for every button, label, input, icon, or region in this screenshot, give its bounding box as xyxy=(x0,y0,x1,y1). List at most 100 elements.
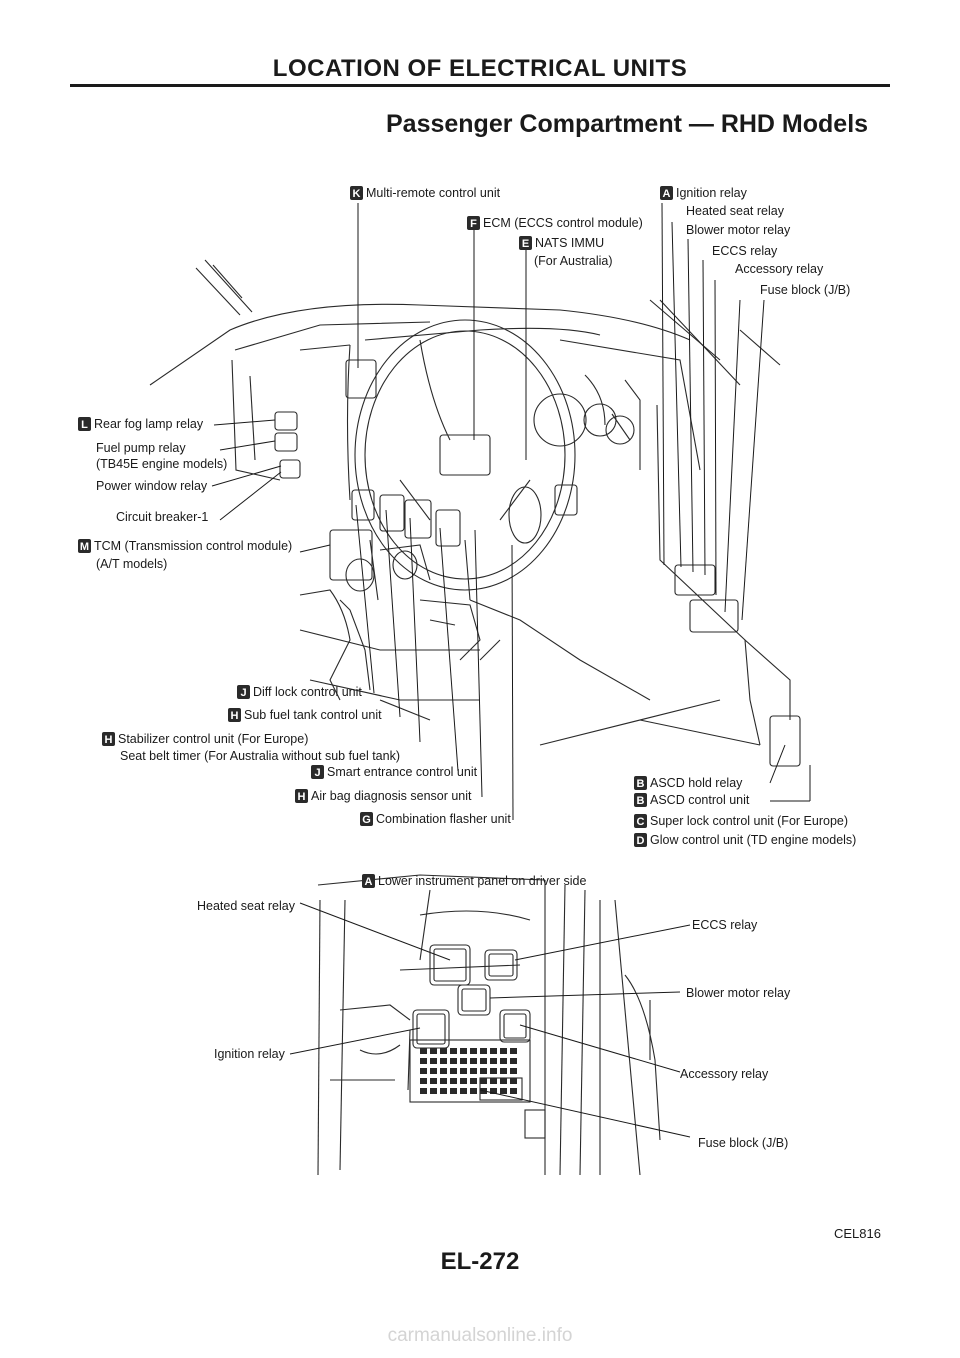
callout-label: Accessory relay xyxy=(735,262,824,276)
relay-cluster xyxy=(674,564,716,596)
page-number: EL-272 xyxy=(440,1248,520,1275)
steering-wheel-outline xyxy=(354,319,576,591)
callout-label: Circuit breaker-1 xyxy=(116,510,208,524)
callout-text: Stabilizer control unit (For Europe) xyxy=(118,732,308,746)
svg-text:H: H xyxy=(105,734,113,746)
callout-badge: L xyxy=(78,417,91,431)
callout-label: Fuse block (J/B) xyxy=(760,283,850,297)
callout-text: Heated seat relay xyxy=(686,204,785,218)
callout-label: H Air bag diagnosis sensor unit xyxy=(295,789,472,803)
heated-seat-relay-box xyxy=(429,944,471,986)
callout-text: Diff lock control unit xyxy=(253,685,362,699)
accessory-relay-box xyxy=(499,1009,531,1043)
detail-callout-label: Accessory relay xyxy=(680,1067,769,1081)
callout-text: Seat belt timer (For Australia without s… xyxy=(120,749,400,763)
detail-callout-label: Heated seat relay xyxy=(197,899,296,913)
svg-text:H: H xyxy=(298,791,306,803)
callout-label: A Ignition relay xyxy=(660,186,748,200)
callout-badge: H xyxy=(295,789,308,803)
svg-text:A: A xyxy=(663,188,671,200)
svg-text:M: M xyxy=(80,541,89,553)
svg-text:H: H xyxy=(231,710,239,722)
callout-text: Fuel pump relay xyxy=(96,441,186,455)
callout-text: Sub fuel tank control unit xyxy=(244,708,382,722)
svg-text:F: F xyxy=(470,218,477,230)
callout-label: H Stabilizer control unit (For Europe) xyxy=(102,732,308,746)
callout-text: (For Australia) xyxy=(534,254,613,268)
watermark: carmanualsonline.info xyxy=(387,1325,573,1346)
callout-text: ECM (ECCS control module) xyxy=(483,216,643,230)
callout-label: (For Australia) xyxy=(534,254,613,268)
callout-label: C Super lock control unit (For Europe) xyxy=(634,814,848,828)
callout-text: ASCD control unit xyxy=(650,793,750,807)
callout-text: Super lock control unit (For Europe) xyxy=(650,814,848,828)
callout-text: Lower instrument panel on driver side xyxy=(378,874,586,888)
callout-label: D Glow control unit (TD engine models) xyxy=(634,833,856,847)
callout-text: (TB45E engine models) xyxy=(96,457,227,471)
page-header-title: LOCATION OF ELECTRICAL UNITS xyxy=(272,55,688,82)
sub-fuel-tank-unit xyxy=(379,494,405,532)
callout-badge: F xyxy=(467,216,480,230)
svg-text:B: B xyxy=(637,778,645,790)
combination-flasher-unit xyxy=(554,484,578,516)
leader-lines xyxy=(211,202,811,1138)
stabilizer-unit xyxy=(404,499,432,539)
ascd-unit xyxy=(769,715,801,767)
callout-label: F ECM (ECCS control module) xyxy=(467,216,643,230)
callout-label: K Multi-remote control unit xyxy=(350,186,501,200)
callout-badge: A xyxy=(362,874,375,888)
callout-label: E NATS IMMU xyxy=(519,236,604,250)
svg-text:C: C xyxy=(637,816,645,828)
eccs-relay-box xyxy=(484,949,518,981)
tcm-unit xyxy=(329,529,373,581)
callout-label: ECCS relay xyxy=(712,244,778,258)
svg-text:K: K xyxy=(353,188,361,200)
smart-entrance-unit xyxy=(435,509,461,547)
svg-text:E: E xyxy=(522,238,529,250)
power-window-relay-box xyxy=(279,459,301,479)
callout-text: Glow control unit (TD engine models) xyxy=(650,833,856,847)
callout-label: (A/T models) xyxy=(96,557,167,571)
callout-badge: J xyxy=(237,685,250,699)
rear-fog-relay-box xyxy=(274,411,298,431)
callout-label: (TB45E engine models) xyxy=(96,457,227,471)
callout-label: Heated seat relay xyxy=(686,204,785,218)
multi-remote-unit xyxy=(345,359,377,399)
ignition-relay-box xyxy=(412,1009,450,1049)
svg-text:G: G xyxy=(362,814,371,826)
callout-text: Accessory relay xyxy=(735,262,824,276)
callout-label: Blower motor relay xyxy=(686,223,791,237)
callout-text: (A/T models) xyxy=(96,557,167,571)
callout-badge: A xyxy=(660,186,673,200)
callout-label: Seat belt timer (For Australia without s… xyxy=(120,749,400,763)
callout-badge: M xyxy=(78,539,91,553)
callout-text: Power window relay xyxy=(96,479,208,493)
callout-text: Air bag diagnosis sensor unit xyxy=(311,789,472,803)
callout-text: Blower motor relay xyxy=(686,223,791,237)
callout-text: Multi-remote control unit xyxy=(366,186,501,200)
callout-label: B ASCD control unit xyxy=(634,793,750,807)
detail-callout-label: Ignition relay xyxy=(214,1047,286,1061)
callout-text: Ignition relay xyxy=(676,186,748,200)
callout-label: Power window relay xyxy=(96,479,208,493)
fuel-pump-relay-box xyxy=(274,432,298,452)
callout-badge: G xyxy=(360,812,373,826)
callout-badge: H xyxy=(102,732,115,746)
svg-text:D: D xyxy=(637,835,645,847)
section-title: Passenger Compartment — RHD Models xyxy=(386,110,869,138)
callout-text: Smart entrance control unit xyxy=(327,765,478,779)
header-divider xyxy=(70,84,890,87)
diff-lock-unit xyxy=(351,489,375,521)
callout-label: H Sub fuel tank control unit xyxy=(228,708,382,722)
callout-badge: K xyxy=(350,186,363,200)
fuse-block-top xyxy=(689,599,739,633)
callout-text: NATS IMMU xyxy=(535,236,604,250)
svg-text:B: B xyxy=(637,795,645,807)
